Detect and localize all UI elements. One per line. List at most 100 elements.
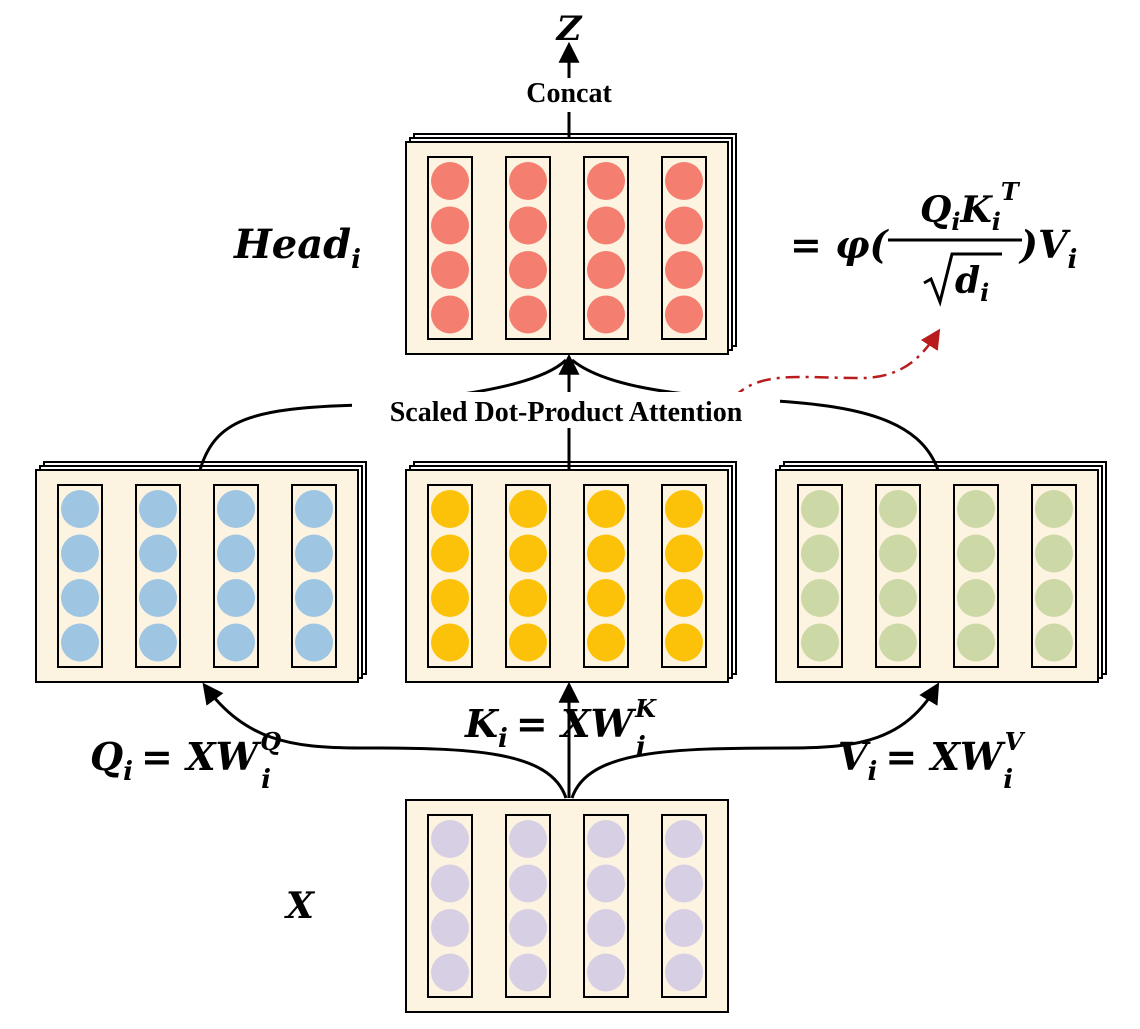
input-vector-element xyxy=(587,953,625,992)
x-input-label: X xyxy=(284,885,316,927)
attention-label-backing xyxy=(352,392,780,428)
key-vector-column xyxy=(583,484,629,668)
formula-sqrt-symbol xyxy=(923,252,1002,307)
value-vector-column xyxy=(953,484,999,668)
formula-denominator: di xyxy=(955,260,989,307)
head-vector-element xyxy=(509,295,547,334)
query-vector-column xyxy=(57,484,103,668)
z-output-label: Z xyxy=(555,9,583,49)
head-vector-element xyxy=(665,162,703,200)
input-vector-element xyxy=(431,909,469,947)
value-vector-element xyxy=(1035,534,1073,573)
blocks-layer xyxy=(35,133,1107,1013)
attention-formula: = φ( QiKiT di )Vi xyxy=(790,177,1077,307)
value-vector-element xyxy=(801,534,839,573)
head-vector-column xyxy=(661,156,707,340)
head-vector-element xyxy=(431,162,469,200)
concat-label: Concat xyxy=(526,78,612,109)
input-vector-column xyxy=(661,814,707,998)
input-vector-element xyxy=(665,953,703,992)
formula-tail-sub: i xyxy=(1067,245,1077,275)
attention-label: Scaled Dot-Product Attention xyxy=(390,397,743,428)
value-vector-element xyxy=(879,490,917,528)
head-vector-element xyxy=(509,206,547,245)
query-vector-element xyxy=(61,534,99,573)
key-vector-column xyxy=(661,484,707,668)
query-vector-column xyxy=(135,484,181,668)
value-vector-element xyxy=(957,579,995,617)
formula-pointer-arrow xyxy=(732,328,941,399)
value-vector-element xyxy=(1035,579,1073,617)
key-vector-column xyxy=(427,484,473,668)
query-vector-element xyxy=(139,534,177,573)
formula-numerator: QiKiT xyxy=(920,177,1021,236)
head-vector-element xyxy=(509,251,547,289)
input-vector-element xyxy=(587,864,625,903)
formula-lead: = φ( xyxy=(790,222,889,267)
head-vector-element xyxy=(665,251,703,289)
query-vector-element xyxy=(61,623,99,662)
key-eq-rhs-sub: i xyxy=(636,732,646,762)
key-vector-element xyxy=(431,623,469,662)
input-vector-element xyxy=(509,953,547,992)
query-eq-lhs: Q xyxy=(90,734,123,779)
value-vector-element xyxy=(879,579,917,617)
input-vector-column xyxy=(505,814,551,998)
key-vector-element xyxy=(431,534,469,573)
key-vector-element xyxy=(665,490,703,528)
formula-num-k: K xyxy=(959,189,993,231)
input-vector-element xyxy=(431,820,469,858)
value-vector-element xyxy=(957,534,995,573)
value-eq-rhs: = XW xyxy=(885,734,1006,779)
input-vector-element xyxy=(665,864,703,903)
head-vector-element xyxy=(587,206,625,245)
value-vector-element xyxy=(957,490,995,528)
query-vector-column xyxy=(213,484,259,668)
query-vector-element xyxy=(295,579,333,617)
input-vector-element xyxy=(509,820,547,858)
input-block xyxy=(405,799,729,1013)
key-vector-element xyxy=(509,623,547,662)
key-eq-lhs: K xyxy=(464,701,500,746)
query-vector-element xyxy=(217,579,255,617)
key-vector-element xyxy=(509,490,547,528)
key-vector-element xyxy=(587,623,625,662)
value-vector-column xyxy=(1031,484,1077,668)
key-vector-element xyxy=(509,579,547,617)
head-vector-column xyxy=(427,156,473,340)
formula-num-q: Q xyxy=(920,189,951,231)
input-to-query-curve xyxy=(202,682,568,799)
head-vector-element xyxy=(431,251,469,289)
input-vector-element xyxy=(587,820,625,858)
head-vector-element xyxy=(431,206,469,245)
query-eq-rhs-sub: i xyxy=(261,765,271,795)
formula-den-d-sub: i xyxy=(980,278,989,307)
input-vector-element xyxy=(665,820,703,858)
head-vector-element xyxy=(587,295,625,334)
input-vector-element xyxy=(431,953,469,992)
value-vector-element xyxy=(801,623,839,662)
value-eq-rhs-sup: V xyxy=(1005,727,1026,756)
query-eq-rhs-sup: Q xyxy=(260,727,281,756)
query-vector-element xyxy=(61,579,99,617)
value-vector-element xyxy=(801,490,839,528)
head-block xyxy=(405,133,737,355)
key-eq-lhs-sub: i xyxy=(498,724,508,754)
formula-num-q-sub: i xyxy=(951,207,960,236)
value-vector-element xyxy=(879,534,917,573)
query-vector-element xyxy=(217,534,255,573)
formula-tail: )Vi xyxy=(1018,222,1077,275)
input-to-value-curve xyxy=(570,682,940,799)
query-eq-rhs: = XW xyxy=(141,734,262,779)
key-vector-element xyxy=(665,579,703,617)
head-vector-element xyxy=(587,162,625,200)
value-eq-rhs-sub: i xyxy=(1003,765,1013,795)
query-vector-element xyxy=(61,490,99,528)
key-vector-element xyxy=(587,490,625,528)
query-vector-element xyxy=(295,623,333,662)
head-vector-element xyxy=(665,206,703,245)
key-vector-element xyxy=(587,579,625,617)
